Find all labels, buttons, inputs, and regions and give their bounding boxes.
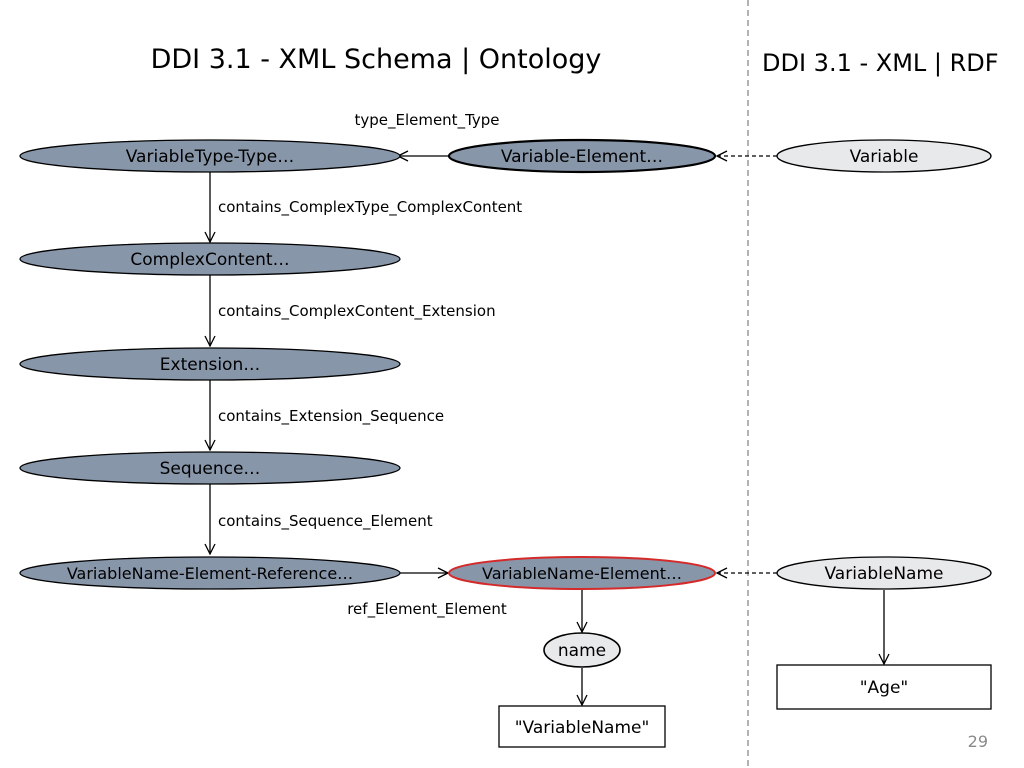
edge-label-contains-extension-sequence: contains_Extension_Sequence [218, 407, 444, 426]
node-label-variable-type-type: VariableType-Type… [126, 147, 295, 167]
node-label-variable-name-element-reference: VariableName-Element-Reference… [67, 564, 353, 583]
node-literal-age: "Age" [776, 664, 992, 710]
node-name: name [543, 632, 621, 668]
edge-label-ref-element-element: ref_Element_Element [347, 600, 507, 619]
node-label-complex-content: ComplexContent… [130, 250, 289, 270]
node-variable-type-type: VariableType-Type… [19, 139, 401, 173]
page-number: 29 [967, 732, 988, 751]
node-label-variable: Variable [850, 147, 919, 167]
node-variable-name-element-reference: VariableName-Element-Reference… [19, 556, 401, 590]
node-label-variable-name: VariableName [825, 564, 944, 584]
node-sequence: Sequence… [19, 451, 401, 485]
node-label-sequence: Sequence… [160, 459, 261, 479]
node-label-name: name [558, 641, 606, 661]
node-label-extension: Extension… [160, 355, 260, 375]
node-extension: Extension… [19, 347, 401, 381]
edge-label-type-element-type: type_Element_Type [354, 111, 499, 130]
node-variable: Variable [776, 139, 992, 173]
edge-label-contains-complexcontent-extension: contains_ComplexContent_Extension [218, 302, 496, 321]
node-label-variable-element: Variable-Element… [501, 147, 663, 167]
node-variable-name: VariableName [776, 556, 992, 590]
node-variable-name-element: VariableName-Element… [448, 556, 716, 590]
node-complex-content: ComplexContent… [19, 242, 401, 276]
edge-label-contains-sequence-element: contains_Sequence_Element [218, 512, 433, 531]
node-literal-variable-name: "VariableName" [498, 705, 666, 748]
title-xml-rdf: DDI 3.1 - XML | RDF [762, 49, 999, 77]
node-label-variable-name-element: VariableName-Element… [482, 564, 682, 583]
node-label-literal-variable-name: "VariableName" [515, 718, 650, 738]
edge-label-contains-complextype-complexcontent: contains_ComplexType_ComplexContent [218, 198, 522, 217]
title-schema-ontology: DDI 3.1 - XML Schema | Ontology [150, 44, 602, 75]
node-variable-element: Variable-Element… [447, 138, 717, 174]
node-label-literal-age: "Age" [860, 678, 909, 698]
